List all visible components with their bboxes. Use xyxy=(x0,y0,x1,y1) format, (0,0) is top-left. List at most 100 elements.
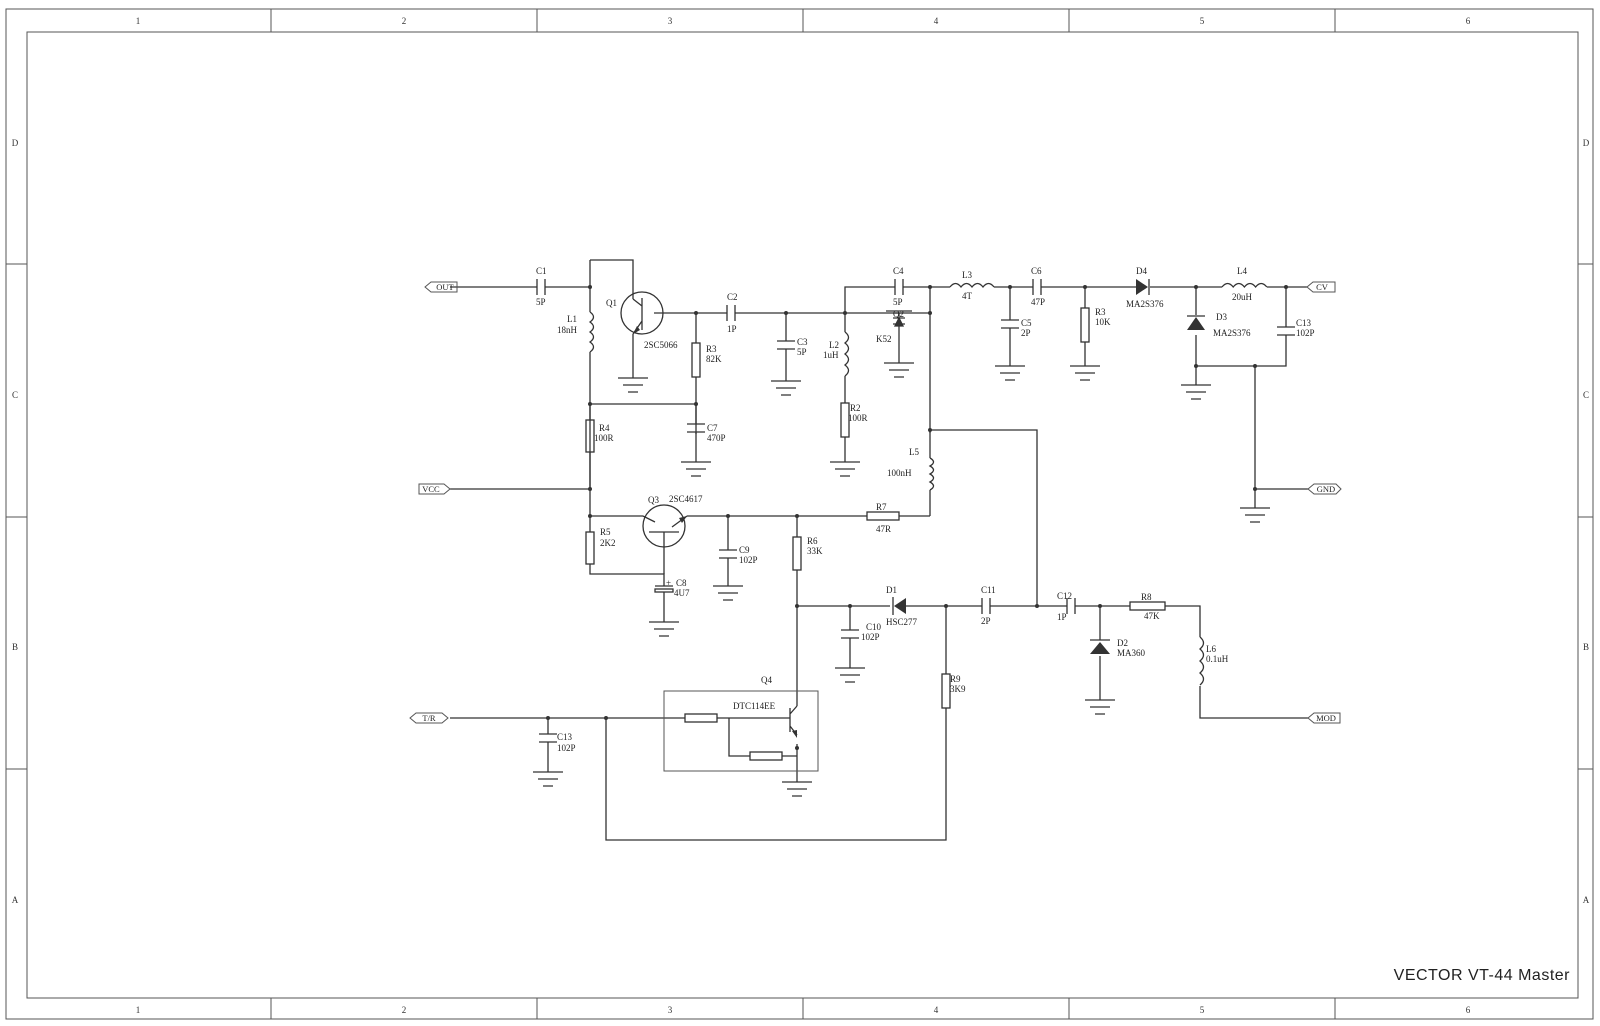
l1-ref: L1 xyxy=(567,314,577,324)
c7-value: 470P xyxy=(707,433,726,443)
resistor-r8 xyxy=(1129,601,1166,611)
resistor-r3-82k xyxy=(691,342,701,378)
r7-ref: R7 xyxy=(876,502,887,512)
l4-value: 20uH xyxy=(1232,292,1253,302)
capacitor-c1 xyxy=(536,279,546,295)
r3b-ref: R3 xyxy=(1095,307,1106,317)
frame-col-1-bottom: 1 xyxy=(136,1005,141,1015)
capacitor-c12 xyxy=(1066,598,1076,614)
inductor-l5 xyxy=(928,457,935,491)
frame-col-6-top: 6 xyxy=(1466,16,1471,26)
port-cv-label: CV xyxy=(1316,282,1329,292)
junctions xyxy=(546,285,1288,750)
inductor-l6 xyxy=(1199,636,1205,686)
r2-ref: R2 xyxy=(850,403,861,413)
capacitor-c13-top xyxy=(1277,326,1295,336)
port-vcc-label: VCC xyxy=(422,484,440,494)
l4-ref: L4 xyxy=(1237,266,1247,276)
d3-value: MA2S376 xyxy=(1213,328,1251,338)
frame-row-b-right: B xyxy=(1583,642,1589,652)
frame-col-2-bottom: 2 xyxy=(402,1005,407,1015)
port-cv: CV xyxy=(1306,281,1336,293)
capacitor-c11 xyxy=(981,598,991,614)
c13b-value: 102P xyxy=(557,743,576,753)
r5-value: 2K2 xyxy=(600,538,616,548)
r9-ref: R9 xyxy=(950,674,961,684)
q2-value: K52 xyxy=(876,334,892,344)
c5-ref: C5 xyxy=(1021,318,1032,328)
c7-ref: C7 xyxy=(707,423,718,433)
r4-ref: R4 xyxy=(599,423,610,433)
frame-col-4-bottom: 4 xyxy=(934,1005,939,1015)
drawing-frame: 1 2 3 4 5 6 1 2 3 4 5 6 D C B A D C B A xyxy=(5,8,1594,1020)
port-tr: T/R xyxy=(409,712,449,724)
l3-ref: L3 xyxy=(962,270,972,280)
r9-value: 3K9 xyxy=(950,684,966,694)
c11-ref: C11 xyxy=(981,585,996,595)
l5-value: 100nH xyxy=(887,468,912,478)
capacitor-c3 xyxy=(777,340,795,350)
port-mod: MOD xyxy=(1307,712,1341,724)
r5-ref: R5 xyxy=(600,527,611,537)
c8-value: 4U7 xyxy=(674,588,690,598)
r3b-value: 10K xyxy=(1095,317,1111,327)
diode-d3 xyxy=(1187,315,1205,330)
l5-ref: L5 xyxy=(909,447,919,457)
capacitor-c13-bottom xyxy=(539,733,557,743)
frame-col-1-top: 1 xyxy=(136,16,141,26)
c10-value: 102P xyxy=(861,632,880,642)
resistor-r7 xyxy=(866,511,900,521)
frame-row-a-left: A xyxy=(12,895,19,905)
c4-value: 5P xyxy=(893,297,903,307)
c1-ref: C1 xyxy=(536,266,547,276)
frame-row-a-right: A xyxy=(1583,895,1590,905)
c2-value: 1P xyxy=(727,324,737,334)
c13a-ref: C13 xyxy=(1296,318,1312,328)
r8-value: 47K xyxy=(1144,611,1160,621)
d3-ref: D3 xyxy=(1216,312,1227,322)
capacitor-c5 xyxy=(1001,319,1019,329)
q3-ref: Q3 xyxy=(648,495,659,505)
inductor-l4 xyxy=(1221,282,1268,289)
frame-row-d-right: D xyxy=(1583,138,1590,148)
c11-value: 2P xyxy=(981,616,991,626)
diode-d2 xyxy=(1090,639,1110,654)
c6-ref: C6 xyxy=(1031,266,1042,276)
frame-row-c-right: C xyxy=(1583,390,1589,400)
c4-ref: C4 xyxy=(893,266,904,276)
port-gnd-label: GND xyxy=(1317,484,1335,494)
capacitor-c7 xyxy=(687,423,705,433)
d2-ref: D2 xyxy=(1117,638,1128,648)
transistor-q4 xyxy=(663,690,819,772)
c3-ref: C3 xyxy=(797,337,808,347)
c6-value: 47P xyxy=(1031,297,1045,307)
l3-value: 4T xyxy=(962,291,973,301)
c13b-ref: C13 xyxy=(557,732,573,742)
transistor-q2 xyxy=(886,310,912,327)
c1-value: 5P xyxy=(536,297,546,307)
l6-value: 0.1uH xyxy=(1206,654,1229,664)
d2-value: MA360 xyxy=(1117,648,1146,658)
inductor-l1 xyxy=(588,311,595,353)
diode-d4 xyxy=(1136,279,1150,295)
c3-value: 5P xyxy=(797,347,807,357)
r3a-value: 82K xyxy=(706,354,722,364)
r6-ref: R6 xyxy=(807,536,818,546)
c12-ref: C12 xyxy=(1057,591,1072,601)
r3a-ref: R3 xyxy=(706,344,717,354)
frame-row-b-left: B xyxy=(12,642,18,652)
l6-ref: L6 xyxy=(1206,644,1216,654)
resistor-r5 xyxy=(585,531,595,565)
c9-ref: C9 xyxy=(739,545,750,555)
frame-col-2-top: 2 xyxy=(402,16,407,26)
q3-value: 2SC4617 xyxy=(669,494,703,504)
port-vcc: VCC xyxy=(418,483,451,495)
resistor-r2 xyxy=(840,402,850,438)
r6-value: 33K xyxy=(807,546,823,556)
q1-value: 2SC5066 xyxy=(644,340,678,350)
diode-d1 xyxy=(892,597,906,615)
q4-value: DTC114EE xyxy=(733,701,776,711)
c8-ref: C8 xyxy=(676,578,687,588)
capacitor-c2 xyxy=(726,305,736,321)
